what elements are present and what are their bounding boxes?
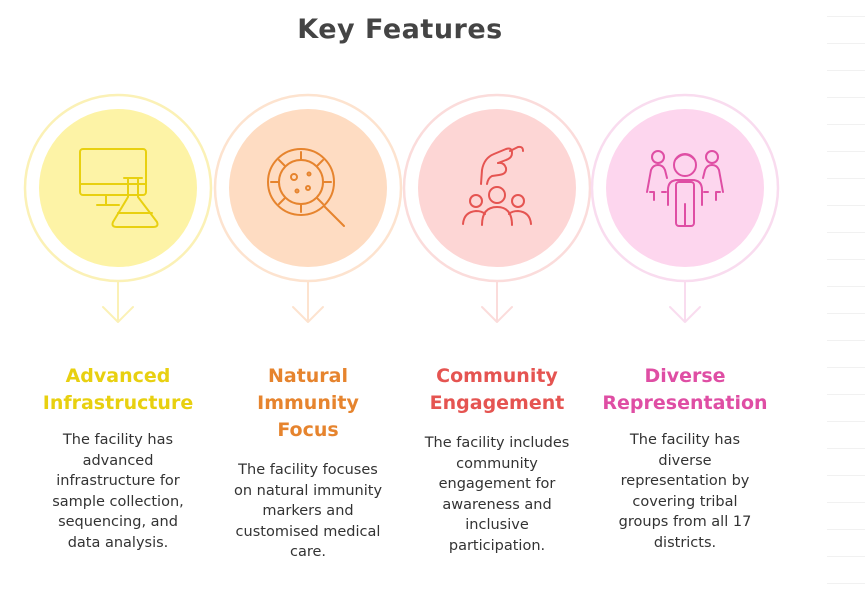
feature-graphic	[213, 93, 403, 323]
page-title: Key Features	[297, 14, 503, 45]
feature-description: The facility includes community engageme…	[424, 435, 570, 554]
feature-heading-line: Focus	[277, 419, 339, 441]
ruled-margin	[827, 0, 865, 594]
feature-circle	[606, 109, 764, 267]
feature-heading: Advanced Infrastructure	[23, 363, 213, 417]
feature-description: The facility focuses on natural immunity…	[233, 462, 383, 560]
feature-heading-line: Natural	[267, 365, 349, 387]
community-hand-icon	[462, 145, 532, 226]
diverse-people-icon	[646, 150, 724, 227]
feature-card-advanced-infrastructure: Advanced Infrastructure The facility has…	[23, 0, 213, 594]
feature-heading-line: Community	[436, 365, 558, 387]
feature-heading: Natural Immunity Focus	[213, 363, 403, 444]
down-arrow-icon	[292, 281, 324, 323]
feature-heading-line: Immunity	[257, 392, 359, 414]
feature-heading: Community Engagement	[402, 363, 592, 417]
feature-circle	[229, 109, 387, 267]
feature-graphic	[590, 93, 780, 323]
feature-heading: Diverse Representation	[590, 363, 780, 417]
feature-heading-line: Advanced	[65, 365, 171, 387]
feature-circle	[39, 109, 197, 267]
feature-heading-line: Engagement	[429, 392, 565, 414]
feature-card-natural-immunity-focus: Natural Immunity Focus The facility focu…	[213, 0, 403, 594]
down-arrow-icon	[102, 281, 134, 323]
feature-card-community-engagement: Community Engagement The facility includ…	[402, 0, 592, 594]
down-arrow-icon	[669, 281, 701, 323]
feature-description: The facility has advanced infrastructure…	[52, 432, 184, 551]
feature-heading-line: Representation	[602, 392, 768, 414]
down-arrow-icon	[481, 281, 513, 323]
feature-graphic	[23, 93, 213, 323]
feature-description: The facility has diverse representation …	[618, 432, 752, 551]
feature-card-diverse-representation: Diverse Representation The facility has …	[590, 0, 780, 594]
computer-flask-icon	[79, 148, 159, 228]
feature-heading-line: Diverse	[644, 365, 726, 387]
feature-graphic	[402, 93, 592, 323]
virus-magnifier-icon	[267, 148, 345, 227]
feature-heading-line: Infrastructure	[42, 392, 194, 414]
